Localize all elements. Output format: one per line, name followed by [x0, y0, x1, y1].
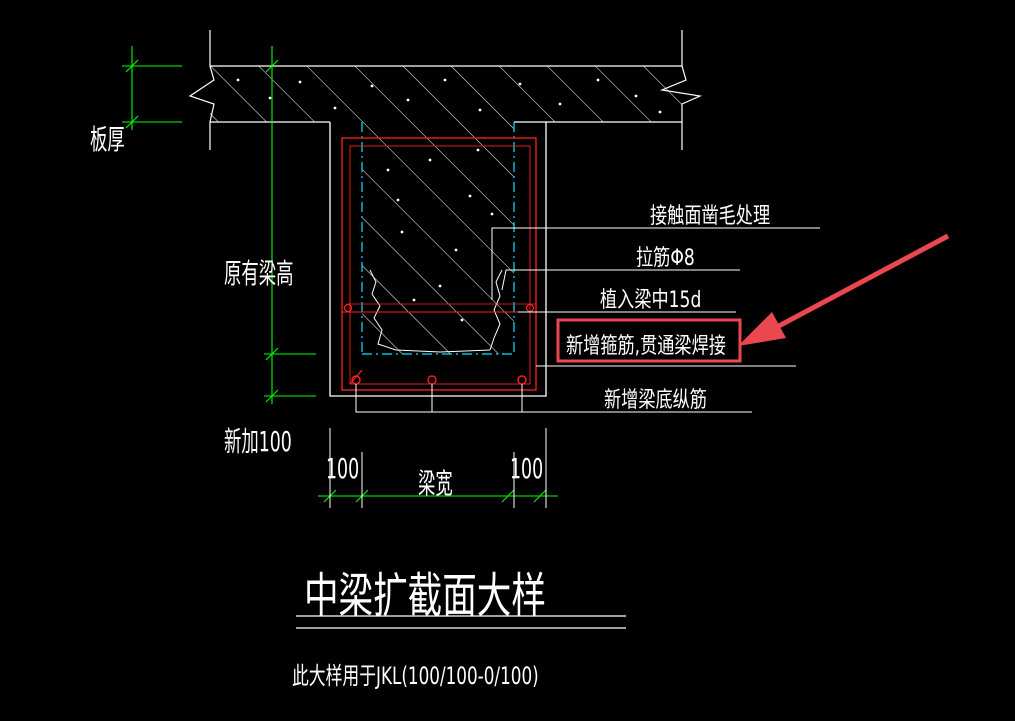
dimension-lines [122, 46, 558, 503]
existing-beam-height-label: 原有梁高 [224, 257, 294, 290]
beam-width-dimension: 梁宽 [418, 467, 453, 500]
side-right-dimension: 100 [510, 452, 544, 485]
arrow-head-icon [738, 312, 786, 346]
note-bottom-bars: 新增梁底纵筋 [604, 388, 707, 413]
note-embed: 植入梁中15d [600, 288, 702, 313]
slab [188, 30, 703, 150]
slab-thickness-label: 板厚 [90, 123, 125, 156]
extension-lines [329, 428, 547, 508]
new-stirrup [341, 137, 537, 391]
drawing-title: 中梁扩截面大样 [304, 568, 546, 624]
bottom-longitudinal-bars [351, 375, 527, 385]
note-stirrup: 新增箍筋,贯通梁焊接 [566, 334, 726, 359]
note-roughening: 接触面凿毛处理 [650, 204, 771, 229]
drawing-subtitle: 此大样用于JKL(100/100-0/100) [292, 662, 539, 690]
added-height-label: 新加100 [224, 425, 292, 458]
arrow-shaft [758, 233, 950, 339]
title-underline [296, 615, 626, 629]
note-tie-bar: 拉筋Φ8 [636, 246, 695, 271]
highlight-annotation [556, 233, 950, 363]
new-concrete-outline [329, 122, 547, 397]
side-left-dimension: 100 [326, 452, 360, 485]
leader-lines [355, 227, 820, 413]
concrete-aggregate [236, 78, 662, 114]
existing-beam [361, 122, 515, 355]
